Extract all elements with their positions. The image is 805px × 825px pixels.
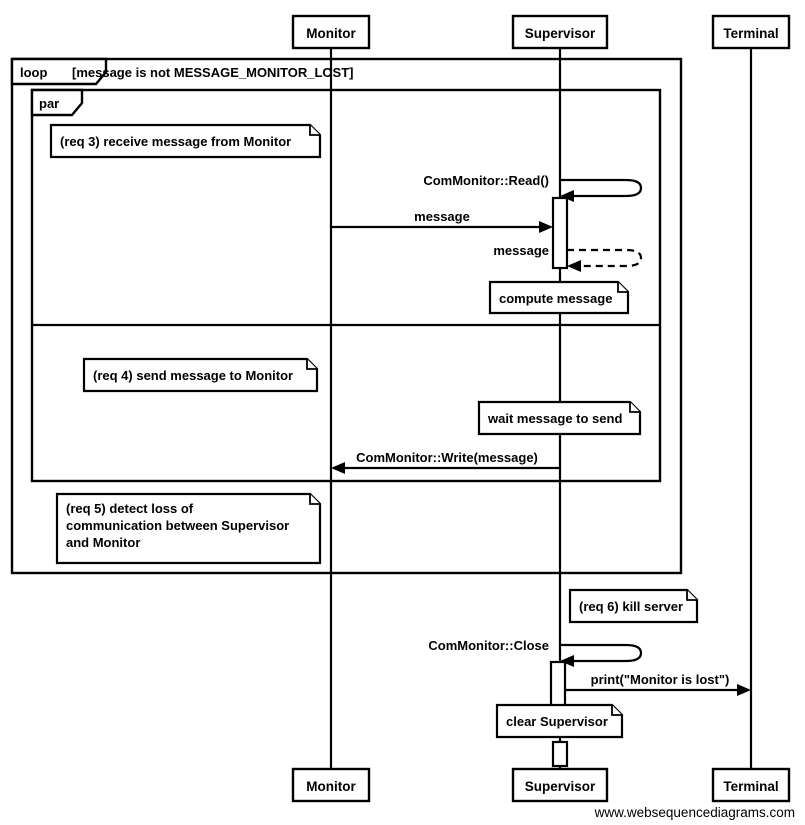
note-req3-body: [49, 123, 322, 159]
actor-supervisor-top[interactable]: Supervisor: [511, 14, 609, 50]
note-req3: (req 3) receive message from Monitor: [49, 123, 322, 159]
note-req4-fold: [306, 359, 317, 370]
msg-message-ret-arrowhead: [567, 260, 581, 272]
activation-bar-supervisor-clear: [551, 740, 569, 768]
actor-monitor-bottom-label: Monitor: [306, 779, 356, 794]
msg-message-ret-line: [567, 248, 643, 268]
note-wait-fold: [629, 402, 640, 413]
msg-close: ComMonitor::Close: [428, 638, 643, 667]
note-clear-fold: [611, 705, 622, 716]
msg-message-in: message: [331, 209, 553, 233]
note-req4-text: (req 4) send message to Monitor: [93, 368, 293, 383]
actor-terminal-top-label: Terminal: [723, 26, 778, 41]
par-frame-border: [30, 88, 662, 483]
footer-attribution: www.websequencediagrams.com: [594, 805, 795, 820]
note-req6: (req 6) kill server: [568, 588, 699, 624]
note-req5-line-2: communication between Supervisor: [66, 518, 289, 533]
actor-supervisor-bottom-label: Supervisor: [525, 779, 596, 794]
loop-frame-tab: [10, 57, 108, 86]
msg-print-label: print("Monitor is lost"): [591, 672, 730, 687]
msg-write: ComMonitor::Write(message): [331, 450, 560, 474]
note-wait-text: wait message to send: [487, 411, 622, 426]
activation-bar-supervisor-read: [551, 196, 569, 270]
msg-print: print("Monitor is lost"): [565, 672, 751, 696]
msg-write-arrowhead: [331, 462, 345, 474]
note-clear-text: clear Supervisor: [506, 714, 608, 729]
msg-read-label: ComMonitor::Read(): [423, 173, 549, 188]
note-req3-fold: [309, 125, 320, 136]
msg-message-in-arrowhead: [539, 221, 553, 233]
msg-message-ret: message: [493, 243, 643, 272]
par-frame-label: par: [39, 96, 59, 111]
actor-terminal-bottom-box[interactable]: [711, 767, 791, 803]
note-compute: compute message: [488, 280, 630, 315]
par-frame-tab: [30, 88, 84, 117]
note-req4: (req 4) send message to Monitor: [82, 357, 319, 393]
actor-monitor-top-box[interactable]: [291, 14, 371, 50]
actor-supervisor-bottom[interactable]: Supervisor: [511, 767, 609, 803]
actor-terminal-top[interactable]: Terminal: [711, 14, 791, 50]
actor-monitor-top[interactable]: Monitor: [291, 14, 371, 50]
msg-close-line: [560, 643, 643, 663]
msg-write-label: ComMonitor::Write(message): [356, 450, 538, 465]
actor-monitor-top-label: Monitor: [306, 26, 356, 41]
msg-read-arrowhead: [560, 190, 574, 202]
note-compute-body: [488, 280, 630, 315]
actor-monitor-bottom-box[interactable]: [291, 767, 371, 803]
actor-monitor-bottom[interactable]: Monitor: [291, 767, 371, 803]
actor-supervisor-top-label: Supervisor: [525, 26, 596, 41]
note-wait-body: [477, 400, 642, 436]
note-req5-line-1: (req 5) detect loss of: [66, 501, 194, 516]
msg-read-line: [560, 178, 643, 198]
note-req5: (req 5) detect loss of communication bet…: [55, 492, 322, 565]
note-req4-body: [82, 357, 319, 393]
note-wait: wait message to send: [477, 400, 642, 436]
note-compute-fold: [617, 282, 628, 293]
msg-print-arrowhead: [737, 684, 751, 696]
note-clear: clear Supervisor: [495, 703, 624, 739]
note-req6-fold: [686, 590, 697, 601]
note-req6-body: [568, 588, 699, 624]
loop-frame-condition: [message is not MESSAGE_MONITOR_LOST]: [72, 65, 353, 80]
msg-message-in-label: message: [414, 209, 470, 224]
note-req5-line-3: and Monitor: [66, 535, 140, 550]
note-req5-body: [55, 492, 322, 565]
loop-frame-label: loop: [20, 65, 47, 80]
msg-read: ComMonitor::Read(): [423, 173, 643, 202]
note-req5-fold: [309, 494, 320, 505]
par-frame: par: [30, 88, 662, 483]
actor-terminal-top-box[interactable]: [711, 14, 791, 50]
msg-close-arrowhead: [560, 655, 574, 667]
note-req6-text: (req 6) kill server: [579, 599, 683, 614]
note-clear-body: [495, 703, 624, 739]
note-compute-text: compute message: [499, 291, 612, 306]
actor-supervisor-top-box[interactable]: [511, 14, 609, 50]
actor-supervisor-bottom-box[interactable]: [511, 767, 609, 803]
loop-frame: loop [message is not MESSAGE_MONITOR_LOS…: [10, 57, 683, 575]
actor-terminal-bottom-label: Terminal: [723, 779, 778, 794]
actor-terminal-bottom[interactable]: Terminal: [711, 767, 791, 803]
msg-message-ret-label: message: [493, 243, 549, 258]
msg-close-label: ComMonitor::Close: [428, 638, 549, 653]
loop-frame-border: [10, 57, 683, 575]
note-req3-text: (req 3) receive message from Monitor: [60, 134, 291, 149]
